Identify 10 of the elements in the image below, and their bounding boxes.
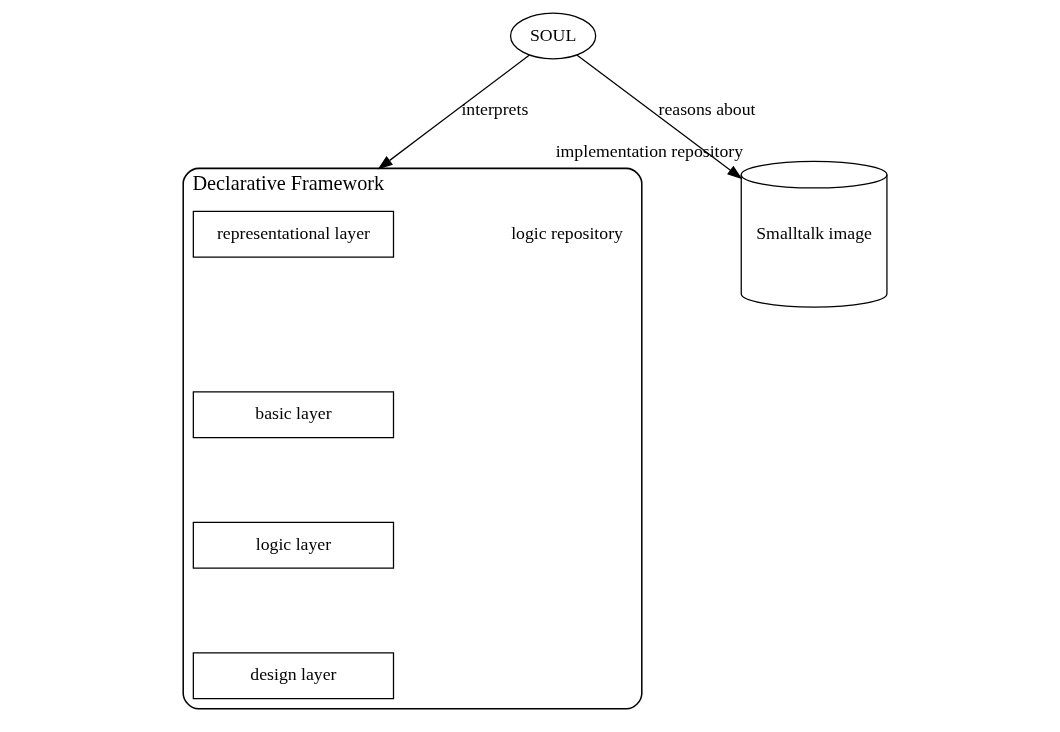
edge-label: reasons about (658, 98, 756, 119)
node-box: logic layer (192, 521, 395, 569)
node-box: basic layer (192, 391, 395, 439)
edge-label: interprets (461, 98, 529, 119)
node-ellipse: SOUL (509, 12, 597, 60)
node-box: representational layer (192, 210, 395, 258)
arrow (576, 54, 743, 180)
node-box: design layer (192, 652, 395, 700)
node-label: logic repository (511, 222, 623, 243)
arrow (377, 54, 530, 170)
